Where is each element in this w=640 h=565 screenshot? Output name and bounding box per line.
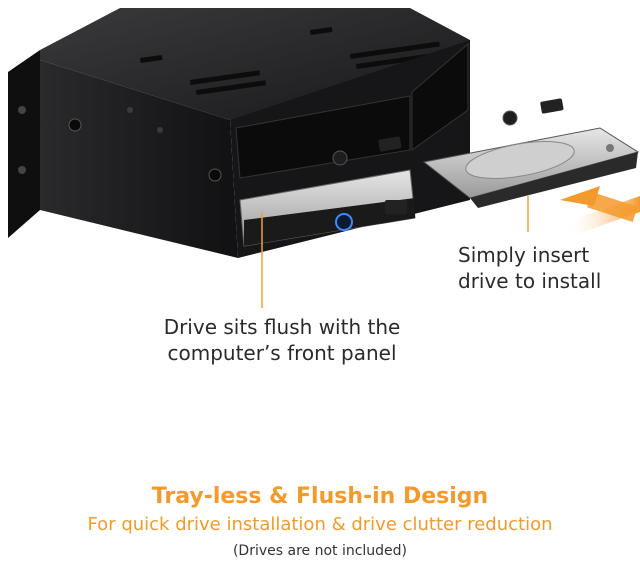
headline: Tray-less & Flush-in Design bbox=[151, 484, 489, 509]
enclosure-side bbox=[40, 60, 238, 258]
mounting-bracket bbox=[8, 50, 40, 238]
inserting-drive bbox=[422, 127, 640, 208]
flush-callout: Drive sits flush with the computer’s fro… bbox=[162, 314, 402, 366]
power-led-icon bbox=[335, 213, 353, 231]
disclaimer-note: (Drives are not included) bbox=[232, 543, 408, 559]
insert-callout: Simply insert drive to install bbox=[458, 242, 628, 294]
flush-callout-line1: Drive sits flush with the bbox=[163, 315, 401, 339]
product-illustration bbox=[8, 8, 640, 308]
insert-arrow-icon bbox=[560, 186, 640, 238]
insert-callout-line1: Simply insert bbox=[458, 243, 590, 267]
flush-callout-line2: computer’s front panel bbox=[167, 341, 397, 365]
insert-callout-line2: drive to install bbox=[458, 269, 602, 293]
installed-drive bbox=[239, 169, 416, 247]
subheadline: For quick drive installation & drive clu… bbox=[87, 514, 553, 535]
